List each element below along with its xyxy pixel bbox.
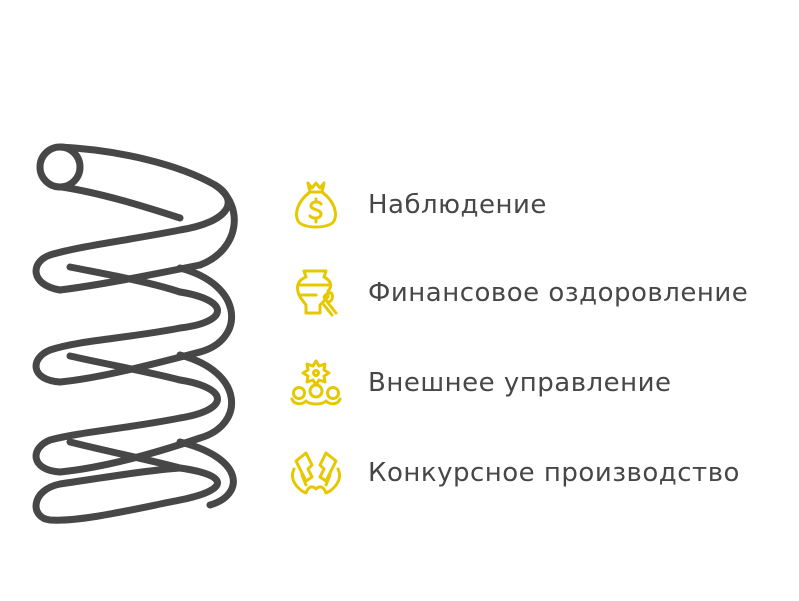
list-item: Конкурсное производство [286, 443, 740, 503]
list-item: Финансовое оздоровление [286, 263, 748, 323]
list-item: Внешнее управление [286, 353, 672, 413]
money-bag-icon [286, 175, 346, 235]
gear-people-icon [286, 353, 346, 413]
item-label: Финансовое оздоровление [368, 278, 749, 308]
broken-hands-icon [286, 443, 346, 503]
item-label: Конкурсное производство [368, 458, 740, 488]
spring-illustration [32, 143, 238, 524]
vase-brush-icon [286, 263, 346, 323]
list-item: Наблюдение [286, 175, 547, 235]
item-label: Внешнее управление [368, 368, 672, 398]
item-label: Наблюдение [368, 190, 547, 220]
